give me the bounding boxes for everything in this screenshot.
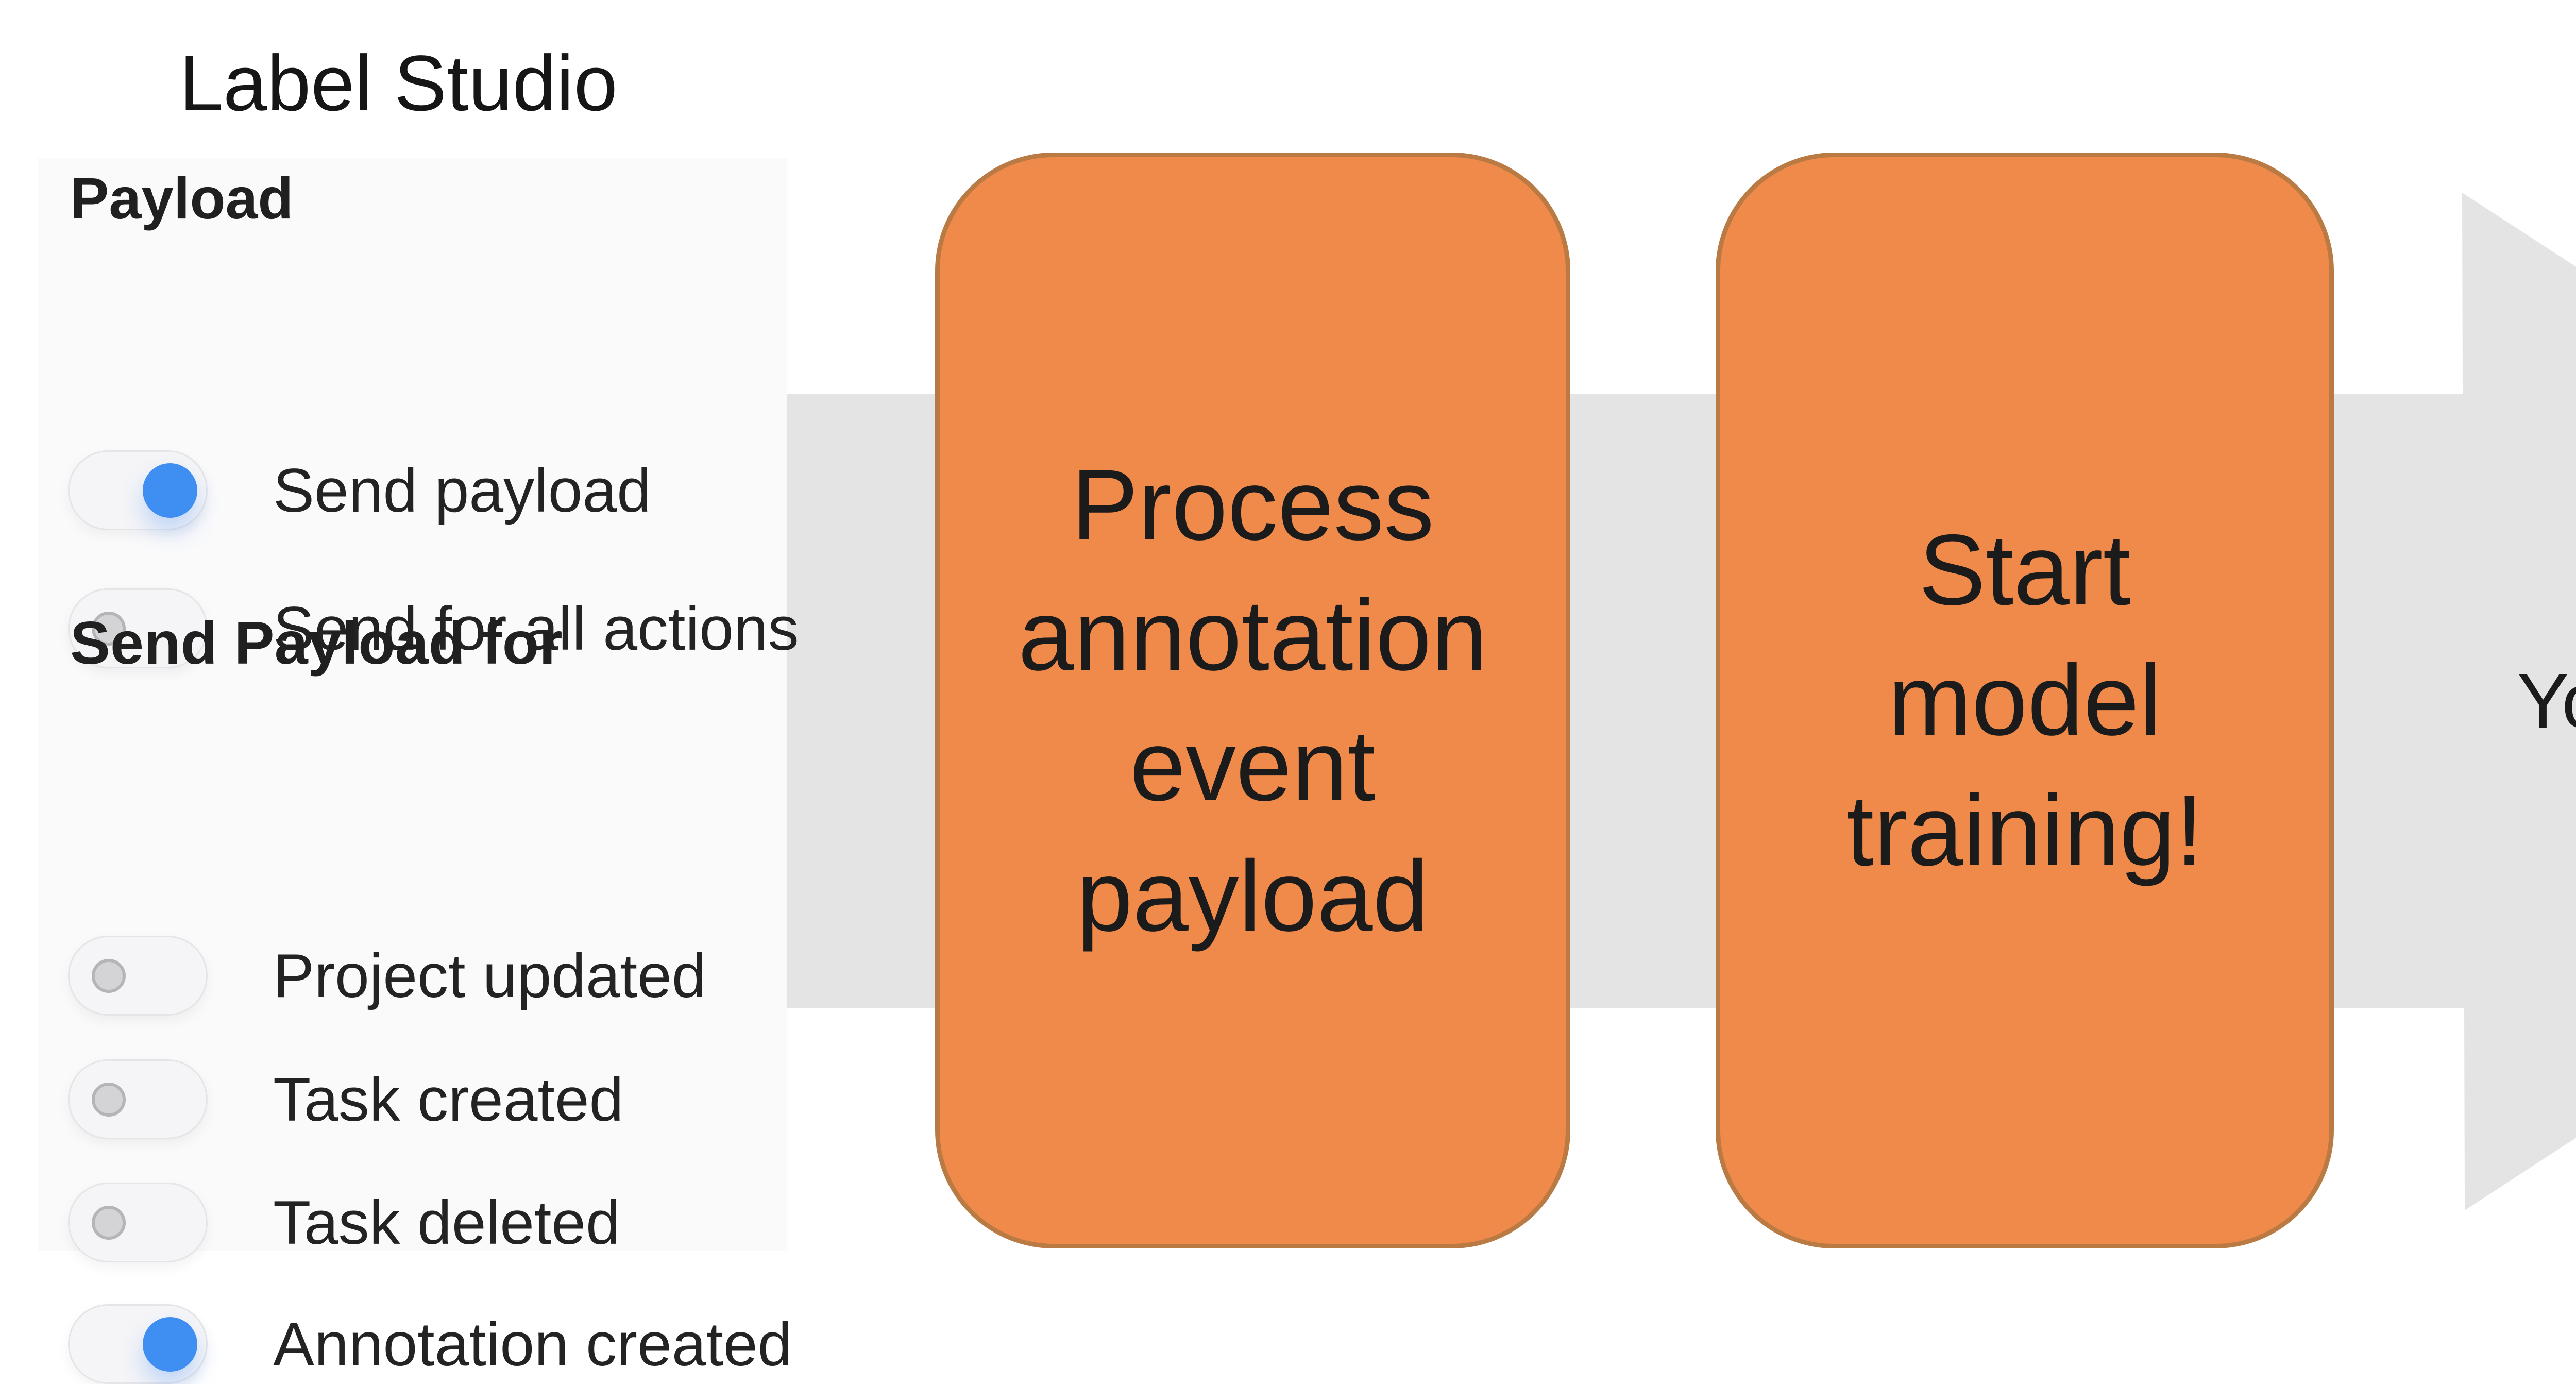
flow-step-process-annotation-event-payload: Process annotation event payload: [935, 153, 1570, 1248]
pipeline-arrow-head: [2462, 193, 2576, 1210]
toggle-row-task-deleted: Task deleted: [68, 1183, 620, 1262]
your-pipeline-label: Your pipeline: [2517, 657, 2576, 744]
toggle-label: Task created: [273, 1065, 624, 1134]
payload-section-heading: Payload: [70, 166, 294, 231]
flow-step-start-model-training: Start model training!: [1716, 153, 2334, 1248]
webhook-settings-panel: Payload Send payload Send for all action…: [38, 158, 799, 1384]
toggle-label: Annotation created: [273, 1309, 792, 1379]
toggle-knob: [92, 1205, 126, 1240]
toggle-label: Send for all actions: [273, 594, 799, 663]
toggle-row-project-updated: Project updated: [68, 936, 706, 1016]
toggle-row-annotation-created: Annotation created: [68, 1304, 792, 1384]
toggle-knob: [92, 1082, 126, 1117]
send-for-all-actions-toggle[interactable]: [68, 588, 208, 668]
toggle-knob: [143, 463, 197, 518]
toggle-label: Send payload: [273, 455, 651, 525]
task-deleted-toggle[interactable]: [68, 1183, 208, 1262]
task-created-toggle[interactable]: [68, 1059, 208, 1139]
toggle-knob: [92, 611, 126, 646]
toggle-row-task-created: Task created: [68, 1059, 623, 1139]
send-payload-for-heading: Send Payload for: [70, 609, 563, 677]
flow-step-text: Start model training!: [1846, 514, 2204, 887]
toggle-label: Project updated: [273, 941, 706, 1010]
page-title: Label Studio: [179, 39, 618, 127]
toggle-row-send-payload: Send payload: [68, 450, 651, 530]
annotation-created-toggle[interactable]: [68, 1304, 208, 1384]
toggle-knob: [92, 958, 126, 993]
flow-step-text: Process annotation event payload: [1018, 448, 1487, 952]
send-payload-toggle[interactable]: [68, 450, 208, 530]
toggle-label: Task deleted: [273, 1188, 620, 1257]
project-updated-toggle[interactable]: [68, 936, 208, 1016]
toggle-knob: [143, 1317, 197, 1372]
toggle-row-send-for-all-actions: Send for all actions: [68, 588, 799, 668]
